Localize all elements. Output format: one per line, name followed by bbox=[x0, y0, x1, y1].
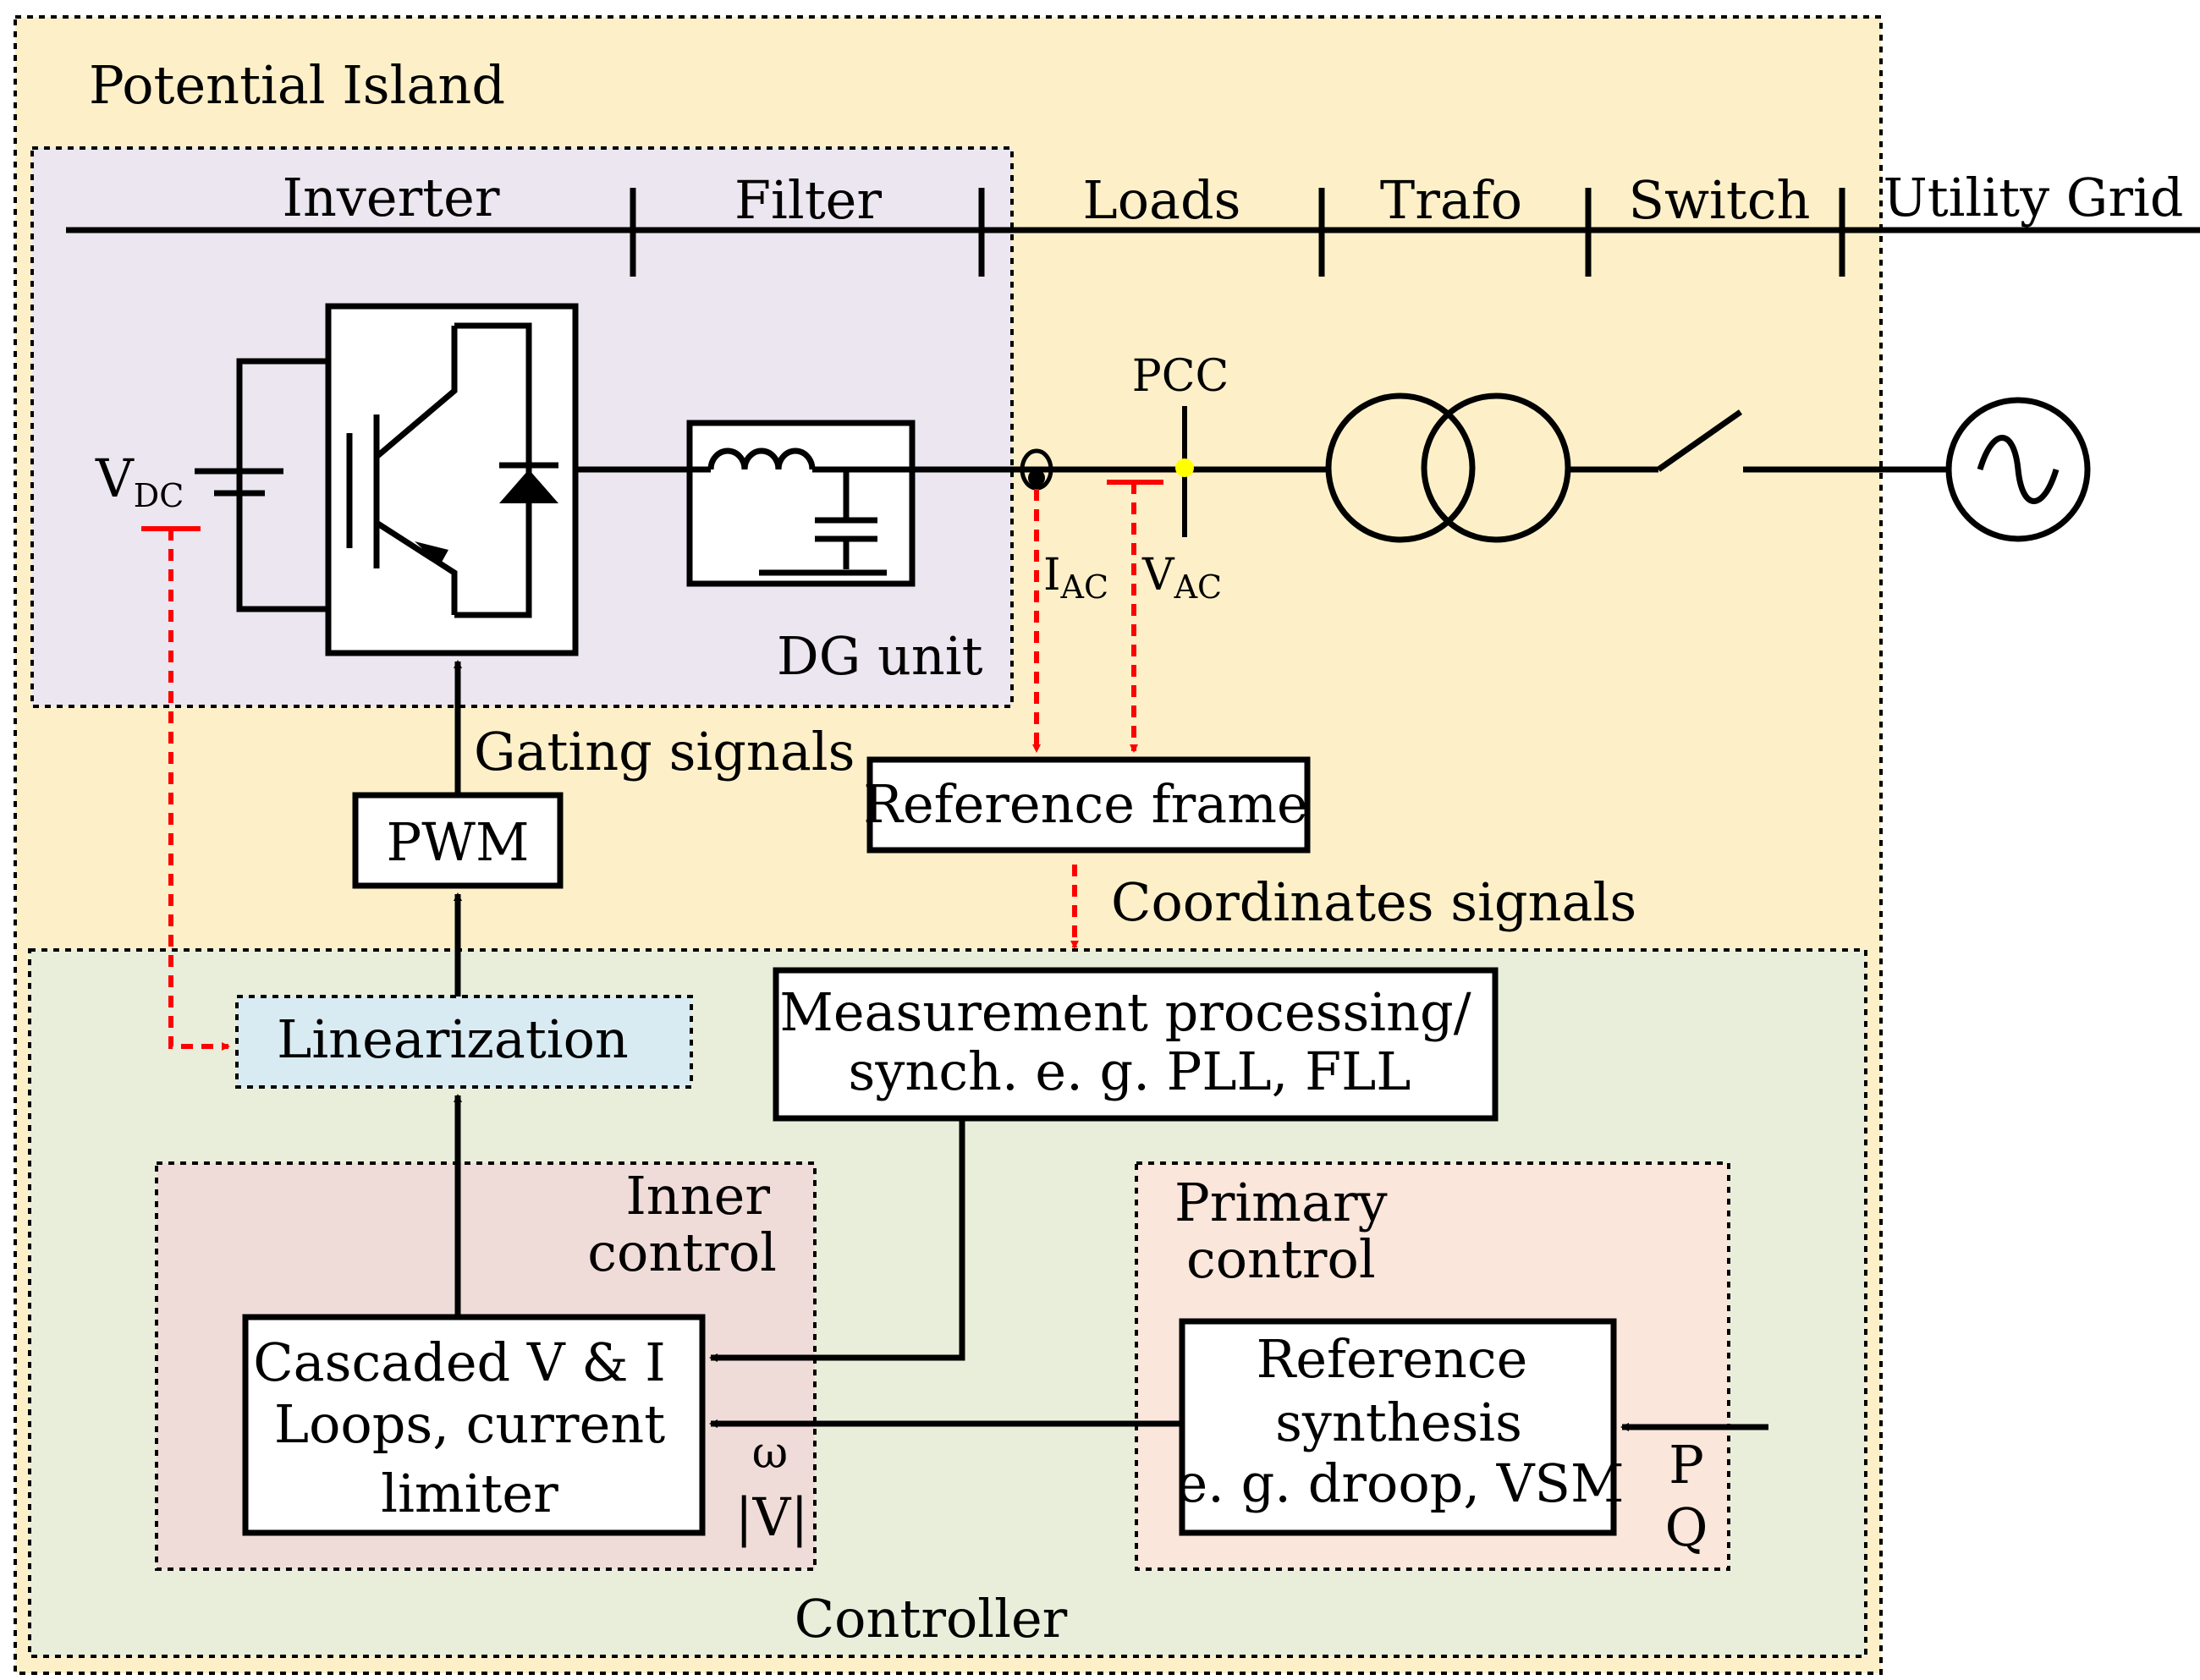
red-measurement-arrows bbox=[168, 482, 1138, 1051]
black-signal-arrows bbox=[454, 660, 1768, 1431]
section-filter: Filter bbox=[734, 169, 882, 231]
section-trafo: Trafo bbox=[1380, 169, 1522, 231]
transformer-icon bbox=[1325, 393, 1571, 543]
section-switch: Switch bbox=[1629, 169, 1811, 231]
reference-synthesis-label-3: e. g. droop, VSM bbox=[1176, 1452, 1624, 1514]
voltage-magnitude-label: |V| bbox=[735, 1486, 809, 1548]
dg-unit-label: DG unit bbox=[777, 625, 983, 687]
controller-label: Controller bbox=[795, 1588, 1068, 1650]
island-label: Potential Island bbox=[89, 54, 505, 116]
inner-control-label-2: control bbox=[587, 1222, 777, 1283]
pwm-label: PWM bbox=[387, 811, 530, 873]
section-ticks bbox=[630, 188, 1845, 277]
iac-label: IAC bbox=[1043, 550, 1108, 606]
dc-source bbox=[195, 358, 328, 612]
reference-synthesis-label-2: synthesis bbox=[1275, 1392, 1522, 1453]
cascaded-loops-block bbox=[242, 1314, 706, 1536]
current-sensor bbox=[1020, 448, 1053, 491]
measurement-processing-block bbox=[773, 967, 1499, 1122]
measurement-to-cascaded-arrow bbox=[709, 1118, 965, 1362]
section-inverter: Inverter bbox=[282, 167, 499, 228]
cascaded-label-3: limiter bbox=[381, 1463, 558, 1524]
inverter-switch bbox=[325, 303, 671, 656]
reference-frame-label: Reference frame bbox=[863, 773, 1307, 835]
vac-label: VAC bbox=[1141, 550, 1222, 606]
vdc-label: VDC bbox=[95, 447, 184, 514]
pcc-label: PCC bbox=[1132, 351, 1229, 402]
reference-synthesis-label-1: Reference bbox=[1257, 1328, 1528, 1390]
measurement-label-2: synch. e. g. PLL, FLL bbox=[849, 1040, 1411, 1102]
primary-control-label-1: Primary bbox=[1174, 1172, 1388, 1233]
q-label: Q bbox=[1665, 1496, 1708, 1558]
reference-frame-block bbox=[866, 756, 1311, 854]
current-sensor-core bbox=[1028, 469, 1045, 486]
vdc-to-linearization-arrow bbox=[168, 529, 230, 1051]
linearization-label: Linearization bbox=[277, 1008, 629, 1070]
reference-synthesis-block bbox=[1179, 1318, 1617, 1536]
measurement-label-1: Measurement processing/ bbox=[779, 981, 1471, 1043]
cascaded-label-2: Loops, current bbox=[274, 1393, 665, 1455]
section-loads: Loads bbox=[1083, 169, 1241, 231]
coordinates-signals-label: Coordinates signals bbox=[1111, 871, 1636, 933]
primary-control-label-2: control bbox=[1186, 1228, 1376, 1290]
ac-line bbox=[912, 409, 1949, 473]
inner-control-label-1: Inner bbox=[625, 1165, 770, 1227]
omega-label: ω bbox=[752, 1428, 788, 1479]
section-utility-grid: Utility Grid bbox=[1884, 167, 2184, 228]
grid-source-icon bbox=[1945, 397, 2091, 542]
linearization-block bbox=[235, 995, 693, 1089]
p-label: P bbox=[1669, 1434, 1704, 1496]
pcc-dot bbox=[1175, 458, 1194, 477]
cascaded-label-1: Cascaded V & I bbox=[253, 1331, 666, 1393]
gating-signals-label: Gating signals bbox=[474, 721, 855, 782]
lc-filter bbox=[671, 420, 916, 587]
